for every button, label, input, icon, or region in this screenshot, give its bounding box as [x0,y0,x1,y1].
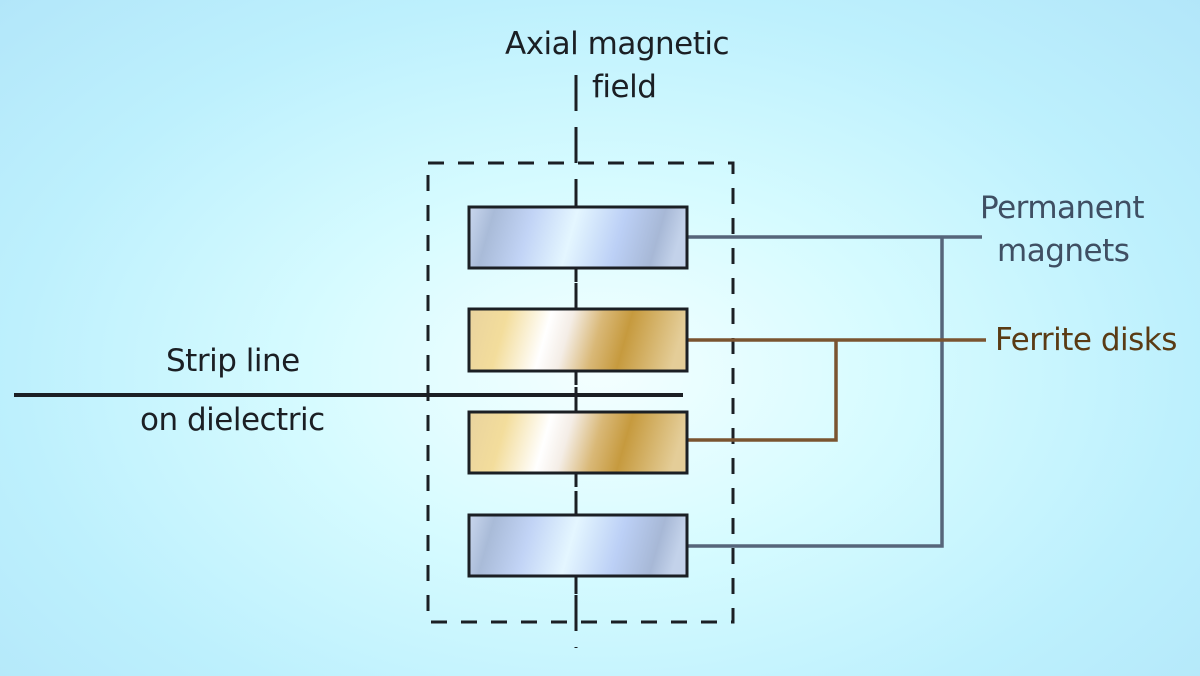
ferrite-disk-lower [467,410,689,475]
axial-field-label-line2: field [592,69,657,105]
strip-line-label-line1: Strip line [166,343,300,379]
permanent-magnets-label-line2: magnets [997,233,1130,269]
ferrite-disks-label: Ferrite disks [995,322,1177,358]
enclosure-dashed-box [426,161,735,624]
ferrite-leader-lines [687,338,986,442]
strip-line-label-line2: on dielectric [140,402,325,438]
ferrite-disk-upper [467,307,689,373]
permanent-magnet-top [467,205,689,270]
axial-field-label-line1: Axial magnetic [505,26,730,62]
permanent-magnet-bottom [467,513,689,578]
permanent-magnets-label-line1: Permanent [980,190,1145,226]
